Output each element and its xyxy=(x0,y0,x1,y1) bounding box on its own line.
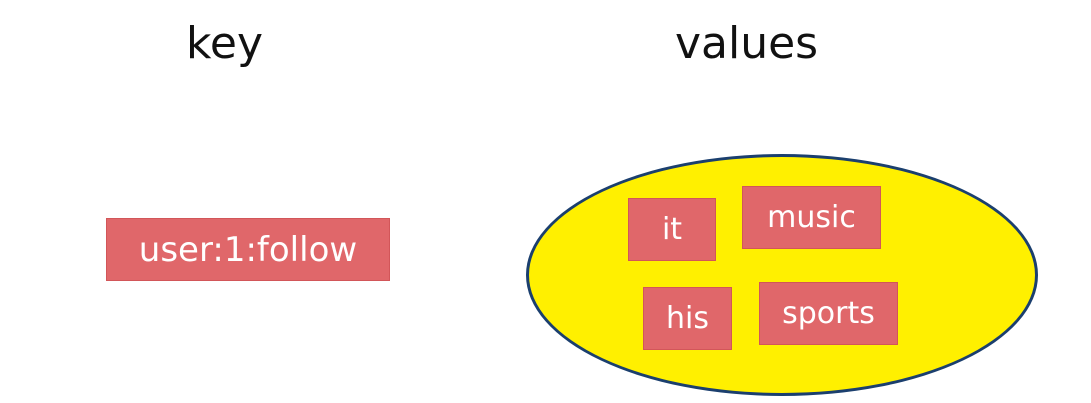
set-member-box: his xyxy=(643,287,732,350)
key-heading: key xyxy=(186,18,264,69)
set-member-box: sports xyxy=(759,282,898,345)
set-member-box: it xyxy=(628,198,716,261)
key-box: user:1:follow xyxy=(106,218,390,281)
set-member-box: music xyxy=(742,186,881,249)
values-heading: values xyxy=(675,18,819,69)
